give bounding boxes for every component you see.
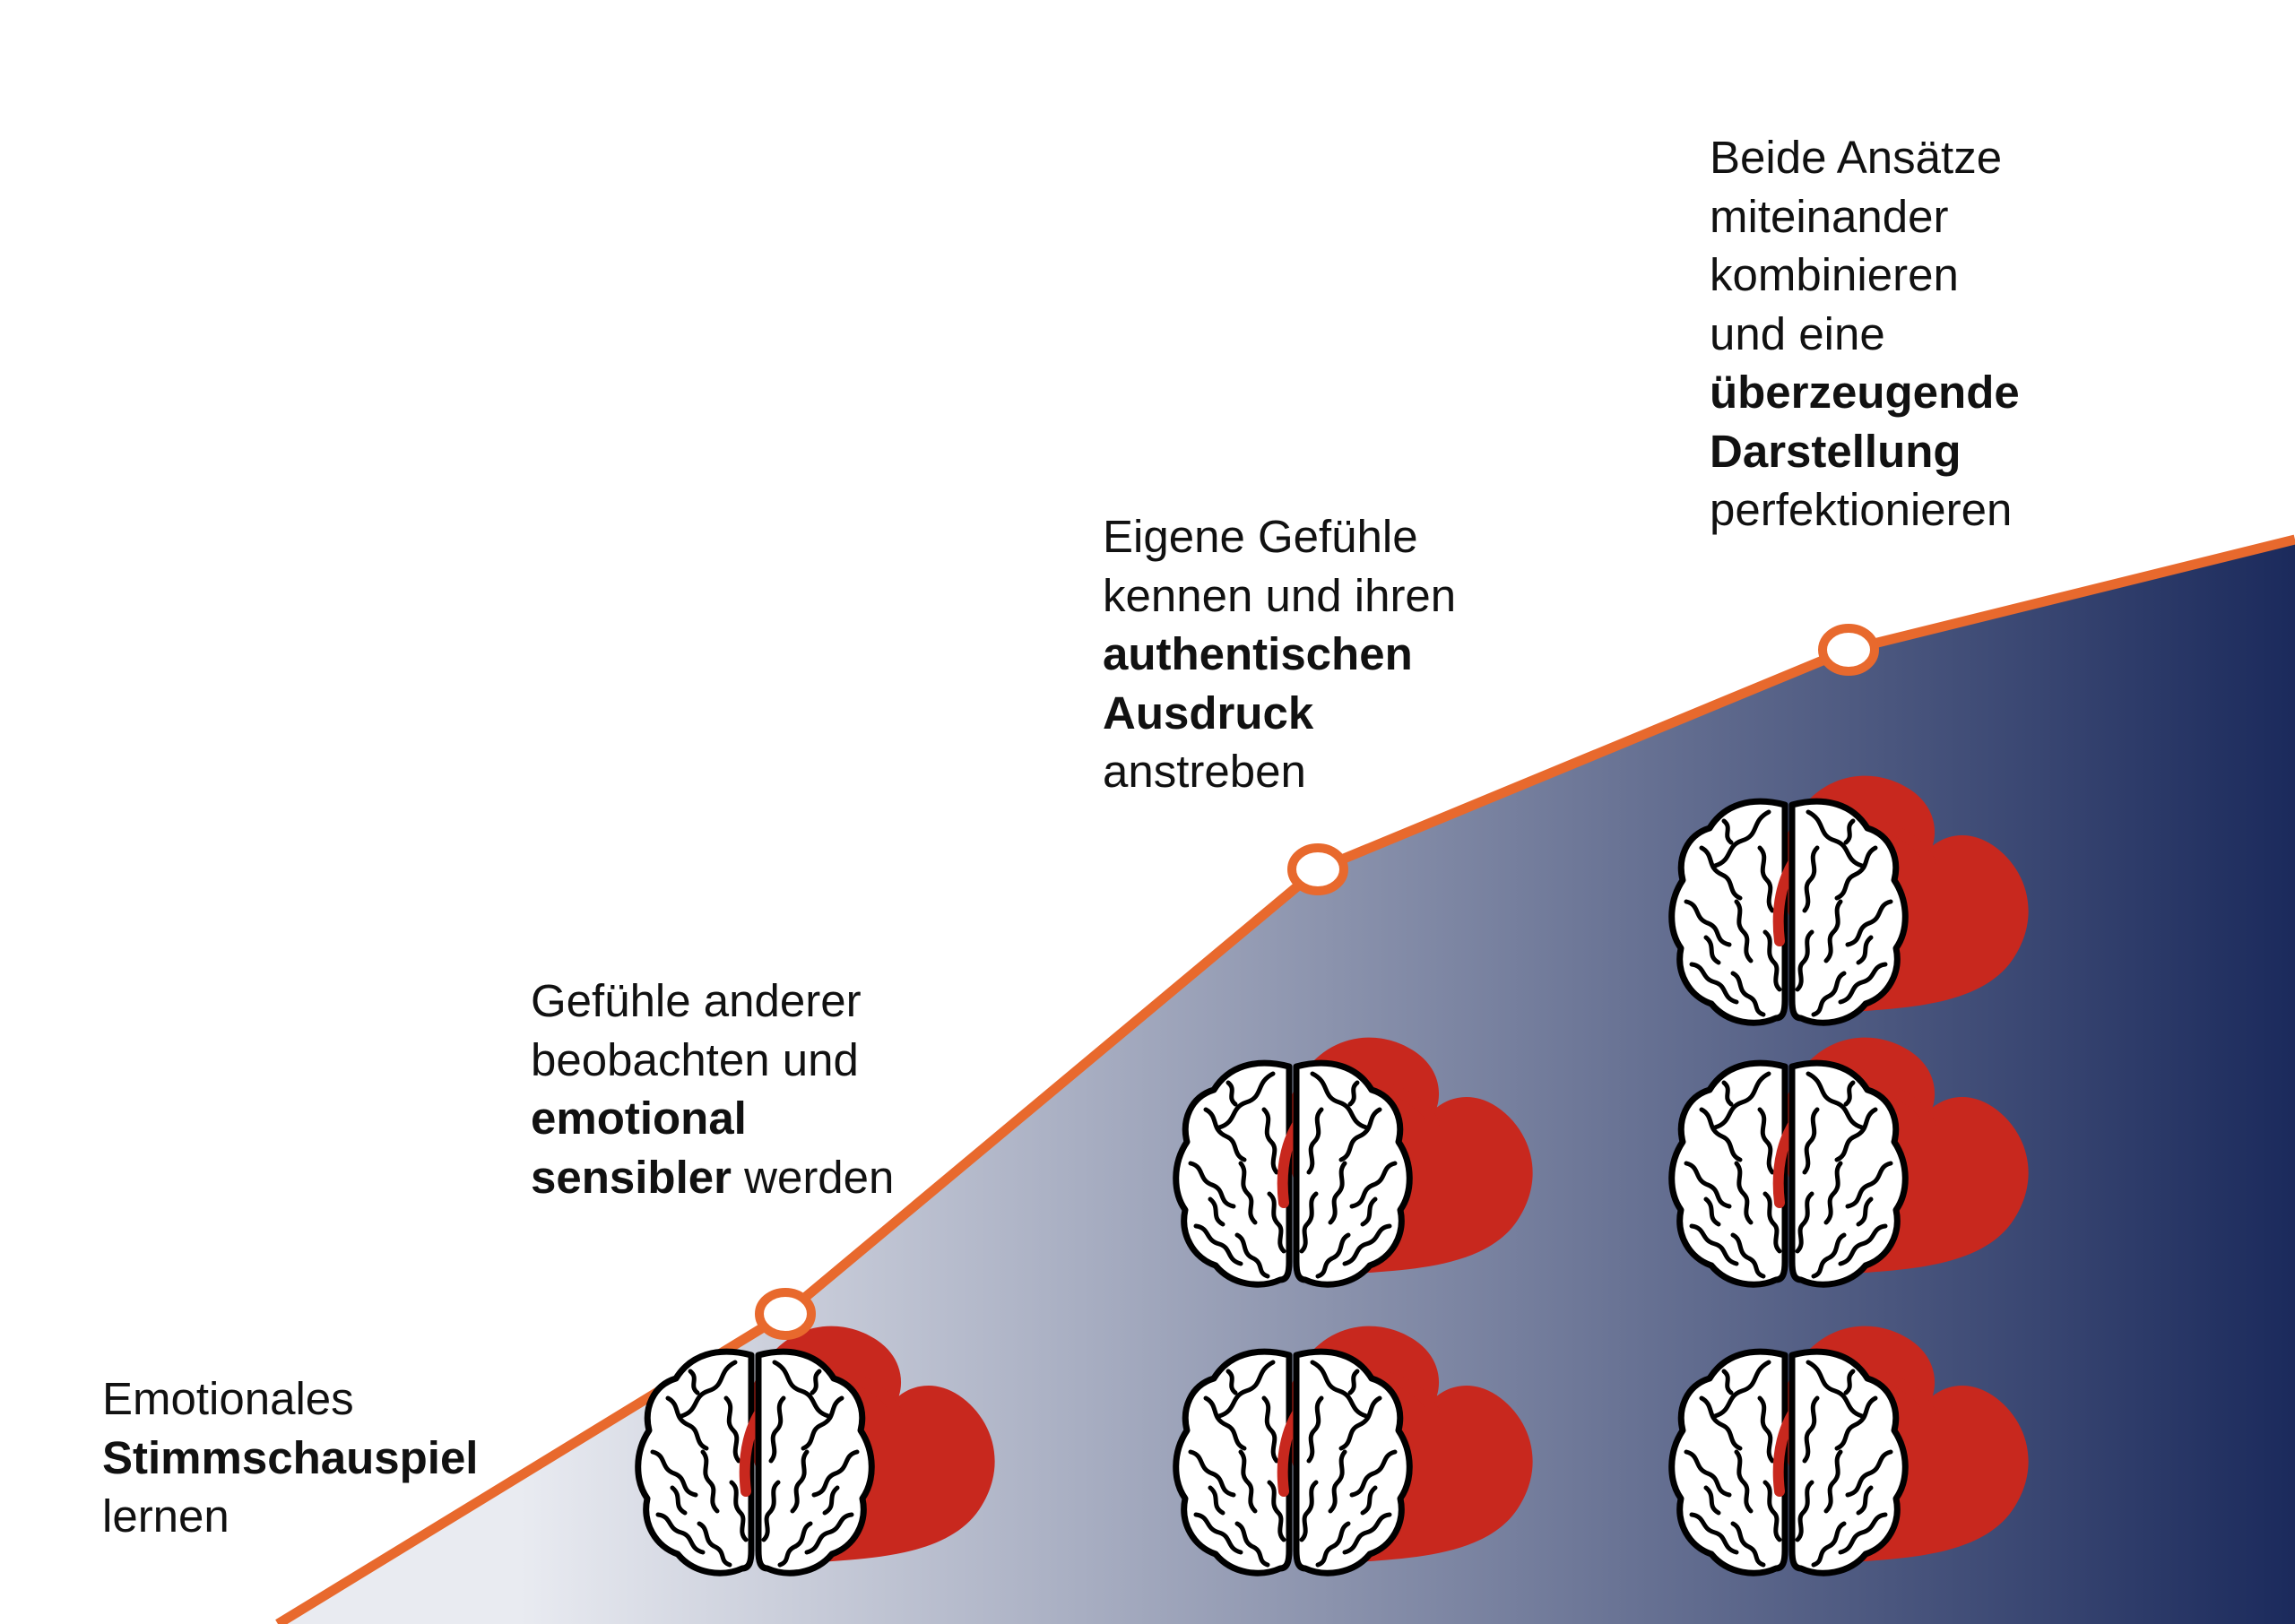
milestone-marker-2	[1287, 843, 1348, 895]
step-4-line: kombinieren	[1710, 246, 2020, 305]
step-4-line: perfektionieren	[1710, 480, 2020, 540]
body-text: Emotionales	[102, 1373, 354, 1424]
step-3-line: authentischen	[1103, 625, 1456, 684]
step-3-line: anstreben	[1103, 742, 1456, 801]
step-2-line: sensibler werden	[531, 1148, 894, 1207]
body-text: kombinieren	[1710, 249, 1959, 300]
step-1-line: Emotionales	[102, 1369, 478, 1429]
step-2-line: emotional	[531, 1089, 894, 1148]
emphasis-text: Darstellung	[1710, 425, 1962, 477]
body-text: Gefühle anderer	[531, 975, 862, 1026]
body-text: beobachten und	[531, 1033, 859, 1085]
step-3-line: Ausdruck	[1103, 684, 1456, 743]
body-text: anstreben	[1103, 746, 1306, 797]
step-1-line: lernen	[102, 1487, 478, 1546]
milestone-marker-3	[1818, 624, 1879, 676]
step-4-line: und eine	[1710, 305, 2020, 364]
body-text: Beide Ansätze	[1710, 132, 2003, 183]
body-text: und eine	[1710, 307, 1885, 359]
milestone-marker-1	[755, 1288, 816, 1340]
emphasis-text: sensibler	[531, 1151, 732, 1203]
step-3-line: kennen und ihren	[1103, 566, 1456, 626]
body-text: perfektionieren	[1710, 484, 2013, 535]
step-2-line: beobachten und	[531, 1031, 894, 1090]
step-1-line: Stimmschauspiel	[102, 1429, 478, 1488]
emphasis-text: emotional	[531, 1093, 747, 1144]
step-4-line: überzeugende	[1710, 363, 2020, 422]
step-4-line: Darstellung	[1710, 422, 2020, 481]
emphasis-text: Ausdruck	[1103, 687, 1314, 739]
emphasis-text: überzeugende	[1710, 367, 2020, 418]
body-text: Eigene Gefühle	[1103, 511, 1418, 562]
step-2-line: Gefühle anderer	[531, 972, 894, 1031]
emphasis-text: authentischen	[1103, 628, 1413, 679]
body-text: miteinander	[1710, 190, 1949, 242]
step-4-line: miteinander	[1710, 187, 2020, 246]
step-3-line: Eigene Gefühle	[1103, 507, 1456, 566]
emphasis-text: Stimmschauspiel	[102, 1431, 479, 1483]
body-text: werden	[731, 1151, 895, 1203]
body-text: lernen	[102, 1490, 230, 1542]
step-4-text: Beide Ansätze miteinander kombinieren und e…	[1710, 128, 2020, 540]
milestone-group	[755, 624, 1879, 1340]
body-text: kennen und ihren	[1103, 569, 1457, 621]
step-3-text: Eigene Gefühle kennen und ihren authentisc…	[1103, 507, 1456, 801]
step-4-line: Beide Ansätze	[1710, 128, 2020, 187]
